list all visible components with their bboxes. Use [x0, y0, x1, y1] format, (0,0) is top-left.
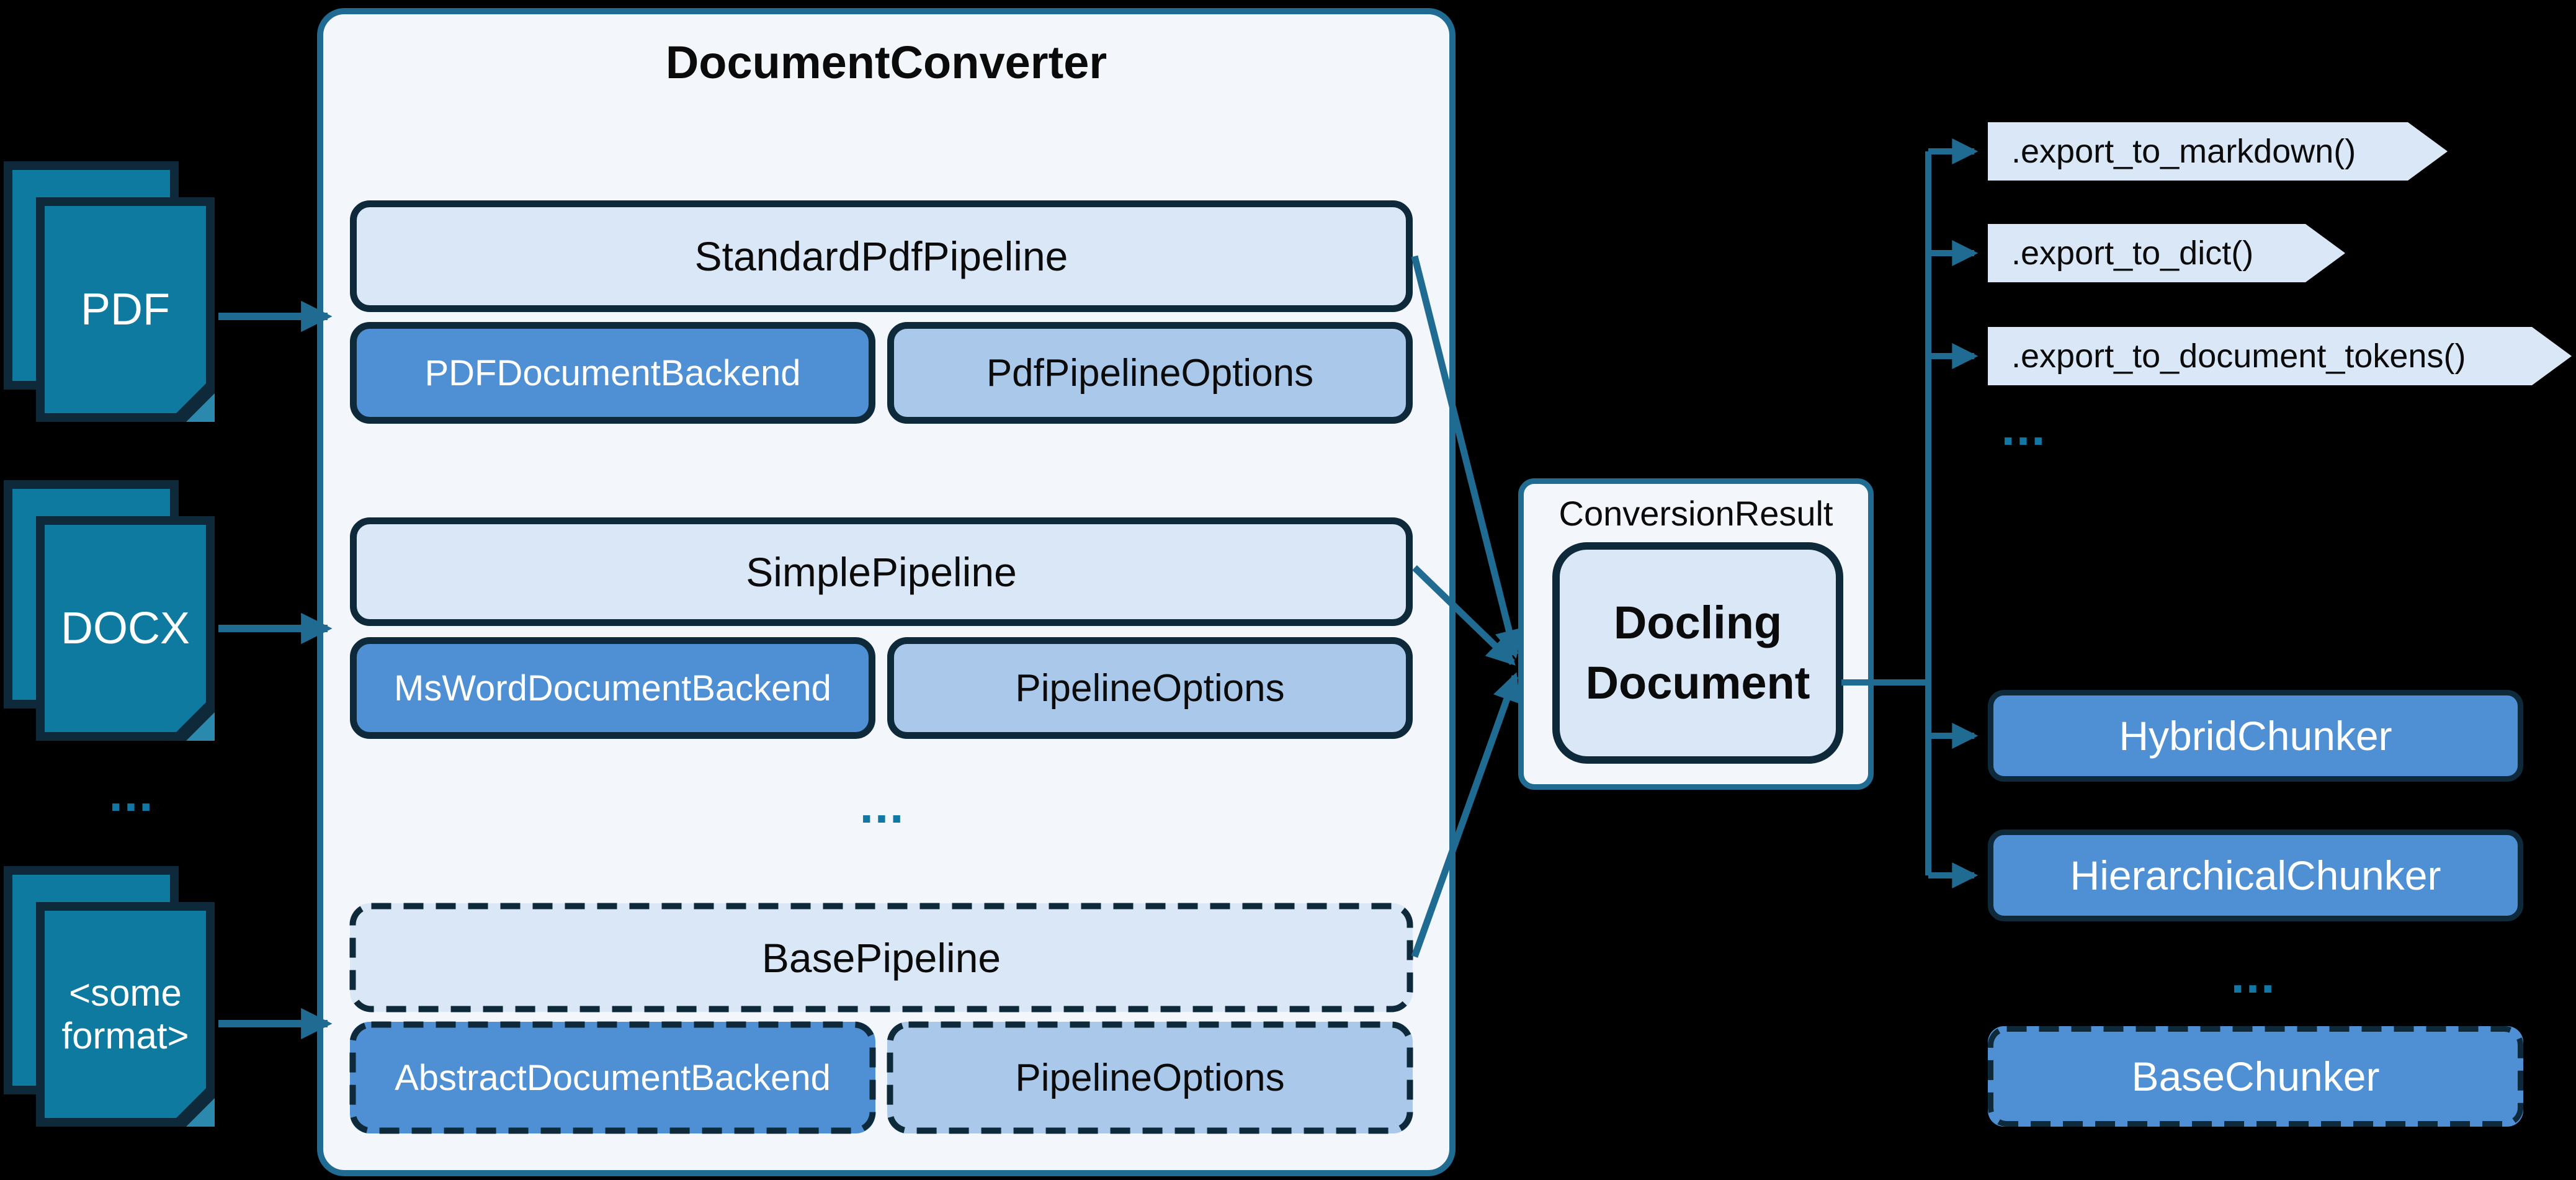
- pipeline-standard-pdf: StandardPdfPipeline: [350, 200, 1413, 312]
- docling-document-box: Docling Document: [1552, 542, 1843, 764]
- base-chunker-box: BaseChunker: [1988, 1026, 2523, 1127]
- page-fold-inner-icon: [186, 1098, 215, 1127]
- some-format-label: <some format>: [61, 972, 189, 1057]
- pipeline-simple: SimplePipeline: [350, 517, 1413, 626]
- export-to-markdown-chevron: .export_to_markdown(): [1988, 122, 2448, 181]
- document-converter-title: DocumentConverter: [665, 37, 1107, 88]
- pipeline-base: BasePipeline: [350, 903, 1413, 1012]
- options-pipeline-base: PipelineOptions: [887, 1022, 1413, 1133]
- conversion-result-label: ConversionResult: [1559, 494, 1833, 533]
- options-pdf-pipeline: PdfPipelineOptions: [887, 322, 1413, 424]
- backend-msword-document: MsWordDocumentBackend: [350, 637, 875, 739]
- export-to-dict-chevron: .export_to_dict(): [1988, 224, 2345, 282]
- page-fold-inner-icon: [186, 393, 215, 422]
- hybrid-chunker-box: HybridChunker: [1988, 690, 2523, 782]
- docx-label: DOCX: [60, 603, 190, 653]
- doc-front-page: <some format>: [36, 902, 215, 1127]
- hierarchical-chunker-box: HierarchicalChunker: [1988, 829, 2523, 921]
- input-doc-docx: DOCX: [4, 480, 218, 746]
- doc-front-page: PDF: [36, 197, 215, 422]
- inputs-ellipsis: ...: [109, 766, 154, 821]
- backend-abstract-document: AbstractDocumentBackend: [350, 1022, 875, 1133]
- page-fold-inner-icon: [186, 712, 215, 741]
- chunkers-ellipsis: ...: [2230, 948, 2276, 1003]
- converter-ellipsis: ...: [859, 778, 905, 833]
- input-doc-some-format: <some format>: [4, 866, 218, 1132]
- export-to-document-tokens-chevron: .export_to_document_tokens(): [1988, 327, 2572, 385]
- exports-ellipsis: ...: [2001, 400, 2047, 455]
- input-doc-pdf: PDF: [4, 161, 218, 427]
- backend-pdf-document: PDFDocumentBackend: [350, 322, 875, 424]
- options-pipeline: PipelineOptions: [887, 637, 1413, 739]
- pdf-label: PDF: [81, 284, 170, 334]
- doc-front-page: DOCX: [36, 516, 215, 741]
